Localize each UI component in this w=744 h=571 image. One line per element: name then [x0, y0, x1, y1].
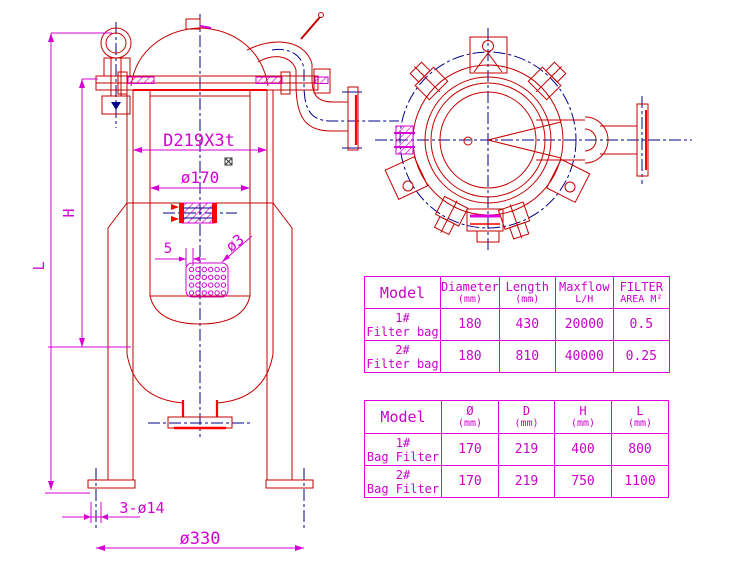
cell-maxflow: 20000 — [554, 308, 614, 341]
foot-plate-right — [265, 479, 314, 489]
cell-length: 430 — [498, 308, 556, 341]
dim-height-h: H — [60, 208, 78, 217]
dim-base-circle: ø330 — [180, 529, 221, 549]
cell-diameter: 180 — [440, 340, 500, 373]
cad-pickbox-marker — [224, 157, 233, 166]
cell-phi: 170 — [441, 433, 499, 466]
left-fitting — [394, 125, 415, 155]
bag-filter-dim-table: Model Ø(mm) D(mm) H(mm) L(mm) 1#Bag Filt… — [364, 400, 669, 498]
table-row: 1#Filter bag 180 430 20000 0.5 — [364, 308, 670, 341]
gasket-hatch — [255, 76, 283, 84]
dimensions — [45, 32, 304, 551]
front-view: D219X3t ø170 H L 5 ø3 3-ø14 ø330 — [30, 12, 399, 551]
bottom-fitting — [466, 208, 504, 243]
top-flange — [95, 68, 331, 95]
eyebolt-arrow — [111, 102, 121, 110]
skirt-right — [272, 202, 293, 229]
table-row: 2#Bag Filter 170 219 750 1100 — [364, 465, 669, 498]
col-header-length: Length(mm) — [498, 276, 556, 309]
bottom-head — [126, 353, 274, 430]
gasket-hatch — [127, 76, 155, 84]
col-header-d: D(mm) — [498, 400, 555, 434]
cell-phi: 170 — [441, 465, 499, 498]
cell-length: 810 — [498, 340, 556, 373]
vessel-shell — [87, 90, 314, 489]
dome — [130, 12, 324, 87]
dim-hole-diameter: ø3 — [222, 230, 247, 255]
cell-maxflow: 40000 — [554, 340, 614, 373]
dim-length-l: L — [30, 261, 48, 270]
outlet-flange-top — [636, 103, 649, 177]
dim-shell-size: D219X3t — [163, 131, 235, 151]
dim-foot-holes: 3-ø14 — [119, 499, 164, 517]
cell-model: 1#Filter bag — [364, 308, 441, 341]
cell-model: 1#Bag Filter — [364, 433, 442, 466]
top-view-centerlines — [375, 28, 692, 252]
cell-model: 2#Bag Filter — [364, 465, 442, 498]
outlet-cone — [463, 103, 649, 177]
cell-l: 800 — [611, 433, 669, 466]
swing-bolt — [117, 71, 128, 95]
cell-h: 750 — [554, 465, 612, 498]
cell-filter-area: 0.25 — [612, 340, 670, 373]
dome-tick — [199, 25, 212, 29]
col-header-phi: Ø(mm) — [441, 400, 499, 434]
side-fitting — [171, 202, 217, 224]
col-header-l: L(mm) — [611, 400, 669, 434]
outlet-flange — [347, 86, 359, 151]
cell-diameter: 180 — [440, 308, 500, 341]
gasket-hatch — [314, 76, 329, 84]
foot-plate-left — [87, 479, 136, 489]
clamp-bracket — [313, 68, 331, 94]
col-header-h: H(mm) — [554, 400, 612, 434]
swing-bolt — [280, 71, 291, 95]
lifting-plate — [469, 36, 508, 74]
table-row: 1#Bag Filter 170 219 400 800 — [364, 433, 669, 466]
table-row: 2#Filter bag 180 810 40000 0.25 — [364, 340, 670, 373]
col-header-model: Model — [364, 276, 441, 309]
outlet-pipe — [246, 41, 359, 151]
filter-bag — [149, 91, 251, 325]
vent-handle — [300, 16, 321, 40]
skirt-left — [107, 202, 128, 229]
dim-bag-diameter: ø170 — [181, 168, 220, 187]
centerlines — [95, 14, 399, 528]
cell-filter-area: 0.5 — [612, 308, 670, 341]
cell-l: 1100 — [611, 465, 669, 498]
eyebolt — [100, 27, 132, 115]
cell-h: 400 — [554, 433, 612, 466]
table-header-row: Model Ø(mm) D(mm) H(mm) L(mm) — [364, 400, 669, 434]
col-header-model: Model — [364, 400, 442, 434]
cell-d: 219 — [498, 465, 555, 498]
flange-clamps — [384, 61, 591, 240]
mesh-detail — [185, 262, 229, 298]
col-header-diameter: Diameter(mm) — [440, 276, 500, 309]
top-view — [375, 28, 692, 252]
cell-model: 2#Filter bag — [364, 340, 441, 373]
dim-mesh-pitch: 5 — [164, 241, 172, 257]
cell-d: 219 — [498, 433, 555, 466]
flange-centerline-ticks — [342, 91, 362, 149]
